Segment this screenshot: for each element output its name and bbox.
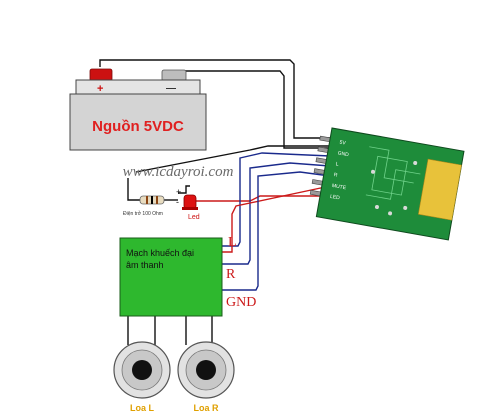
module-pin-mute: MUTE	[331, 183, 347, 191]
wire-led-legs	[178, 185, 190, 194]
battery-body	[69, 93, 207, 151]
module-pin-5v: 5V	[339, 140, 347, 147]
module-pin-r: R	[333, 172, 338, 179]
wire-battery-minus	[176, 70, 330, 149]
amplifier-label-line1: Mạch khuếch đại	[126, 248, 194, 258]
signal-label-l: L	[228, 235, 237, 250]
amplifier-body	[119, 237, 223, 317]
module-pin-gnd: GND	[337, 150, 349, 158]
battery-top	[75, 79, 201, 95]
module-pin-l: L	[335, 161, 339, 167]
module-pin-led: LED	[330, 194, 341, 202]
wire-signal-gnd	[222, 171, 331, 291]
wires	[99, 59, 331, 345]
wire-signal-l	[222, 152, 331, 247]
wire-amp-power	[222, 185, 331, 253]
led-body	[183, 194, 197, 210]
wire-led-module	[196, 195, 330, 202]
wire-resistor-led	[127, 178, 140, 201]
speaker-right-cone	[196, 360, 216, 380]
speaker-left: Loa L	[113, 341, 171, 413]
speaker-left-cone	[132, 360, 152, 380]
battery-label: Nguồn 5VDC	[92, 118, 184, 135]
signal-label-r: R	[226, 267, 236, 282]
amplifier-label-line2: âm thanh	[126, 260, 164, 270]
speaker-left-label: Loa L	[130, 403, 155, 413]
bluetooth-module: 5V GND L R MUTE LED	[309, 127, 465, 241]
resistor-label: Điện trở 100 Ohm	[123, 210, 163, 217]
battery-minus-sign: —	[166, 83, 176, 94]
signal-label-gnd: GND	[226, 295, 256, 310]
resistor: Điện trở 100 Ohm	[123, 195, 165, 217]
speaker-right-label: Loa R	[193, 403, 219, 413]
battery-plus-sign: +	[97, 83, 103, 95]
module-antenna	[417, 158, 462, 221]
speaker-right: Loa R	[177, 341, 235, 413]
watermark: www.icdayroi.com	[123, 164, 234, 180]
wire-battery-plus	[99, 59, 330, 139]
led-plus: +	[176, 187, 181, 197]
amplifier-board: Mạch khuếch đại âm thanh	[119, 237, 223, 317]
led: + - Led	[176, 187, 200, 221]
battery-minus-terminal	[161, 69, 187, 82]
led-label: Led	[188, 214, 200, 221]
battery-plus-terminal	[89, 68, 113, 82]
battery: + — Nguồn 5VDC	[69, 68, 207, 151]
wire-signal-r	[222, 162, 331, 265]
wire-resistor-to-module	[135, 145, 330, 173]
led-minus: -	[176, 197, 179, 207]
